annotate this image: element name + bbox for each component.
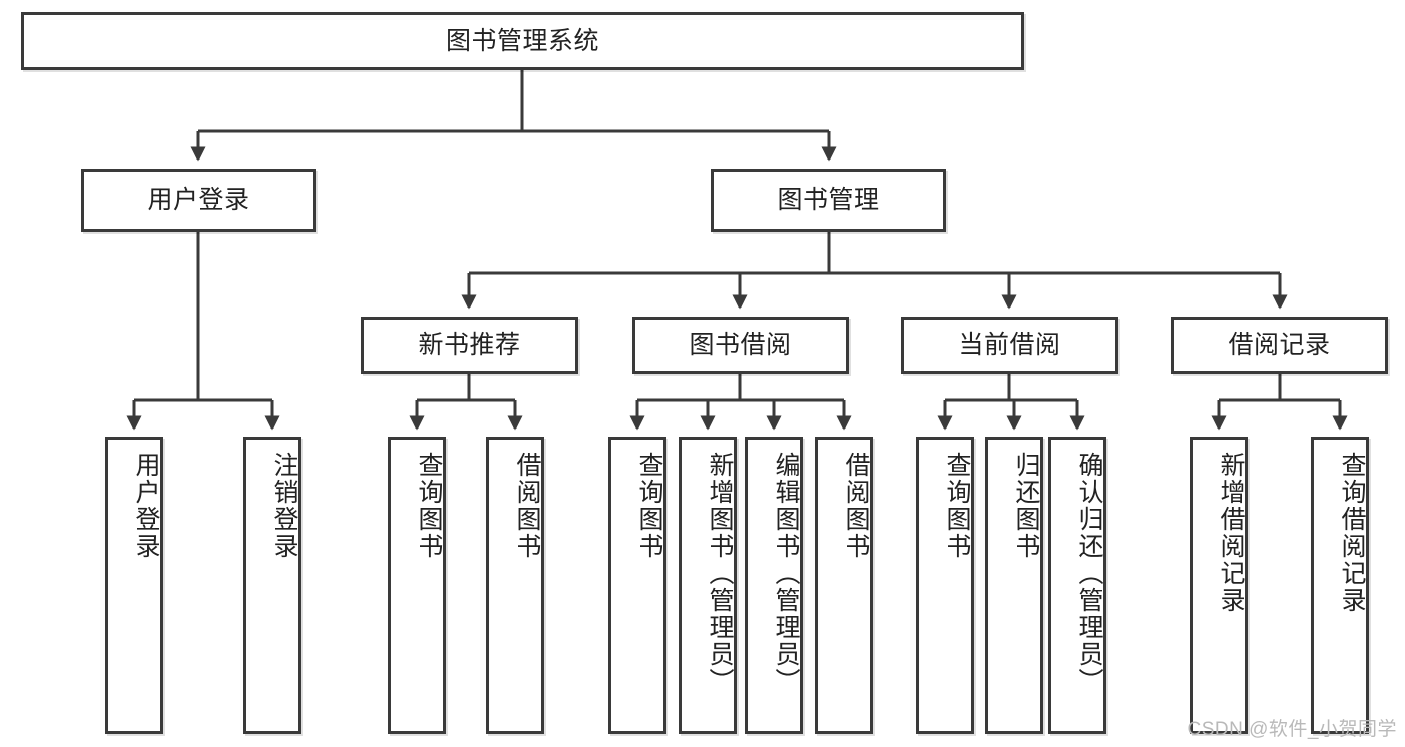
leaf-return-book[interactable]: 归还图书 bbox=[985, 437, 1043, 734]
leaf-label: 归还图书 bbox=[1012, 452, 1040, 560]
node-user-login-label: 用户登录 bbox=[147, 186, 250, 215]
leaf-label: 新增借阅记录 bbox=[1217, 452, 1245, 614]
node-root[interactable]: 图书管理系统 bbox=[21, 12, 1024, 70]
leaf-confirm-return-admin[interactable]: 确认归还（管理员） bbox=[1048, 437, 1106, 734]
leaf-label: 查询借阅记录 bbox=[1338, 452, 1366, 614]
leaf-query-book-recommend[interactable]: 查询图书 bbox=[388, 437, 446, 734]
leaf-label: 确认归还（管理员） bbox=[1075, 452, 1103, 695]
leaf-edit-book-admin[interactable]: 编辑图书（管理员） bbox=[745, 437, 803, 734]
leaf-add-book-admin[interactable]: 新增图书（管理员） bbox=[679, 437, 737, 734]
node-book-borrow-label: 图书借阅 bbox=[689, 331, 792, 360]
leaf-logout-login[interactable]: 注销登录 bbox=[243, 437, 301, 734]
leaf-label: 新增图书（管理员） bbox=[706, 452, 734, 695]
leaf-add-borrow-record[interactable]: 新增借阅记录 bbox=[1190, 437, 1248, 734]
leaf-label: 查询图书 bbox=[943, 452, 971, 560]
node-book-management[interactable]: 图书管理 bbox=[711, 169, 946, 232]
leaf-label: 查询图书 bbox=[635, 452, 663, 560]
node-current-borrow-label: 当前借阅 bbox=[958, 331, 1061, 360]
node-root-label: 图书管理系统 bbox=[445, 26, 599, 55]
leaf-borrow-book[interactable]: 借阅图书 bbox=[815, 437, 873, 734]
leaf-label: 编辑图书（管理员） bbox=[772, 452, 800, 695]
leaf-label: 用户登录 bbox=[132, 452, 160, 560]
leaf-label: 查询图书 bbox=[415, 452, 443, 560]
leaf-label: 借阅图书 bbox=[842, 452, 870, 560]
node-borrow-record[interactable]: 借阅记录 bbox=[1171, 317, 1388, 374]
node-new-book-recommend-label: 新书推荐 bbox=[418, 331, 521, 360]
node-borrow-record-label: 借阅记录 bbox=[1228, 331, 1331, 360]
leaf-user-login[interactable]: 用户登录 bbox=[105, 437, 163, 734]
leaf-label: 注销登录 bbox=[270, 452, 298, 560]
leaf-borrow-book-recommend[interactable]: 借阅图书 bbox=[486, 437, 544, 734]
node-book-borrow[interactable]: 图书借阅 bbox=[632, 317, 849, 374]
watermark: CSDN @软件_小贺同学 bbox=[1187, 719, 1397, 740]
leaf-query-borrow-record[interactable]: 查询借阅记录 bbox=[1311, 437, 1369, 734]
node-new-book-recommend[interactable]: 新书推荐 bbox=[361, 317, 578, 374]
node-current-borrow[interactable]: 当前借阅 bbox=[901, 317, 1118, 374]
leaf-query-book-current[interactable]: 查询图书 bbox=[916, 437, 974, 734]
node-book-management-label: 图书管理 bbox=[777, 186, 880, 215]
leaf-query-book-borrow[interactable]: 查询图书 bbox=[608, 437, 666, 734]
node-user-login[interactable]: 用户登录 bbox=[81, 169, 316, 232]
leaf-label: 借阅图书 bbox=[513, 452, 541, 560]
